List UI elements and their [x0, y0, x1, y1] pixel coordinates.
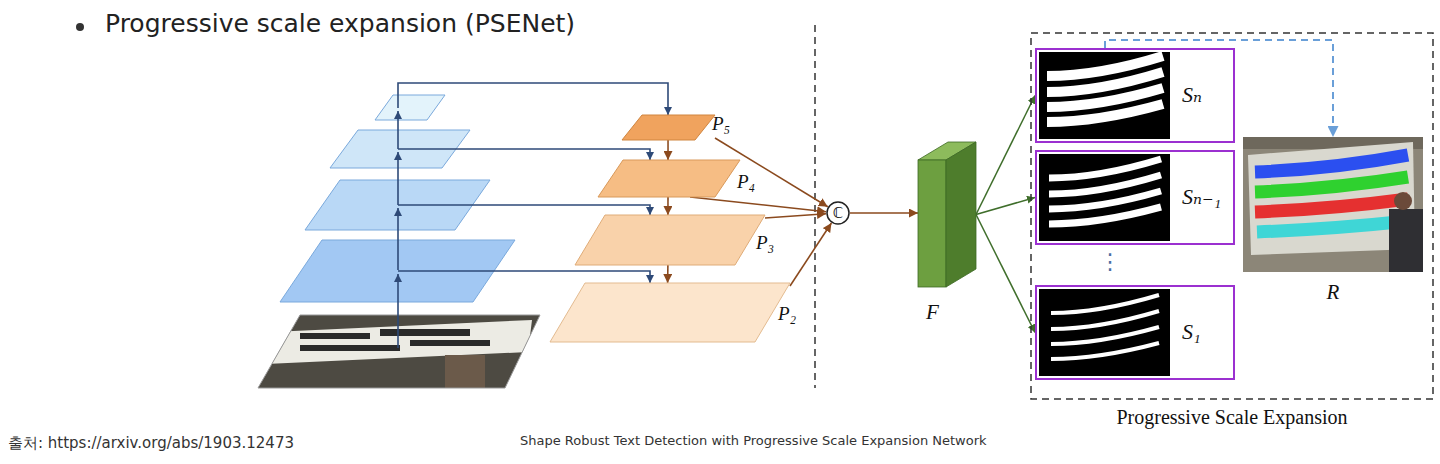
photo-text-mark — [300, 333, 370, 339]
bottom-up-arrow — [397, 274, 399, 348]
feature-plane: P₅ — [622, 115, 715, 140]
plane-fill — [575, 215, 765, 265]
result-image: R — [1243, 137, 1423, 272]
feature-plane-shape — [550, 283, 790, 342]
bottom-up-arrow — [397, 152, 399, 205]
connector — [690, 197, 826, 212]
photo-ground — [250, 310, 550, 395]
bullet — [76, 23, 84, 31]
connector — [667, 197, 669, 215]
feature-plane-shape — [598, 160, 740, 197]
feature-plane: P₂ — [550, 283, 790, 342]
ellipsis-mark: ⋮ — [1099, 249, 1121, 274]
kernel-box: Sₙ — [1035, 48, 1235, 143]
feature-label: F — [926, 300, 939, 325]
connector — [1105, 40, 1333, 137]
photo-banner — [266, 320, 532, 364]
paper-title: Shape Robust Text Detection with Progres… — [520, 433, 987, 448]
connector — [667, 140, 669, 160]
pse-region-shape — [1030, 32, 1434, 400]
region-caption: Progressive Scale Expansion — [1030, 406, 1434, 429]
level-label: P₄ — [737, 171, 755, 193]
plane-fill — [598, 160, 740, 197]
photo-ground — [1243, 137, 1423, 272]
concat-circle: ℂ — [826, 201, 850, 225]
kernel-label: Sₙ — [1182, 82, 1202, 108]
concat-symbol: ℂ — [826, 204, 850, 222]
detected-text — [1255, 177, 1408, 192]
photo-person — [1394, 192, 1412, 210]
bottom-up-arrow — [397, 111, 399, 149]
map-ground — [1039, 52, 1170, 139]
feature-plane: P₃ — [575, 215, 765, 265]
level-label: P₃ — [756, 232, 774, 254]
detected-text — [1257, 221, 1408, 232]
box-side — [946, 142, 976, 287]
photo-text-mark — [410, 340, 490, 346]
pse-region: Progressive Scale ExpansionSₙSₙ₋₁S₁R — [1030, 32, 1434, 400]
text-kernel — [1051, 343, 1159, 359]
photo-person — [1389, 209, 1423, 272]
text-kernel — [1049, 159, 1161, 178]
connector — [667, 265, 669, 283]
feature-plane: P₄ — [598, 160, 740, 197]
section-separator — [814, 25, 816, 388]
feature-plane-shape — [622, 115, 715, 140]
kernel-label: S₁ — [1182, 319, 1201, 345]
bottom-up-arrow — [397, 208, 399, 270]
detected-text — [1255, 155, 1408, 172]
input-photo — [250, 310, 550, 395]
text-kernel — [1047, 104, 1163, 122]
photo-frame — [258, 315, 540, 388]
kernel-map — [1039, 289, 1170, 376]
text-kernel — [1049, 175, 1161, 194]
kernel-map — [1039, 154, 1170, 241]
connector — [850, 212, 918, 214]
text-kernel — [1049, 191, 1161, 209]
circle-outline — [827, 202, 849, 224]
result-label: R — [1243, 280, 1423, 305]
backbone-plane — [375, 95, 445, 120]
fused-feature: F — [918, 142, 976, 287]
lateral-arrow — [398, 271, 650, 283]
plane-fill — [550, 283, 790, 342]
connector — [976, 198, 1035, 215]
connector — [976, 215, 1035, 333]
kernel-label: Sₙ₋₁ — [1182, 184, 1221, 210]
slide-title: Progressive scale expansion (PSENet) — [105, 9, 575, 38]
map-ground — [1039, 154, 1170, 241]
connector — [976, 96, 1035, 215]
level-label: P₂ — [778, 303, 796, 325]
detected-text — [1255, 199, 1408, 212]
level-label: P₅ — [712, 113, 730, 135]
map-ground — [1039, 289, 1170, 376]
connector — [790, 223, 831, 286]
text-kernel — [1051, 295, 1159, 313]
photo-text-mark — [300, 345, 400, 351]
kernel-box: S₁ — [1035, 285, 1235, 380]
box-front — [918, 160, 946, 287]
source-note: 출처: https://arxiv.org/abs/1903.12473 — [8, 434, 294, 453]
plane-fill — [622, 115, 715, 140]
feature-plane-shape — [575, 215, 765, 265]
connector — [765, 214, 826, 218]
lateral-arrow — [398, 205, 650, 215]
lateral-arrow — [398, 149, 650, 160]
kernel-map — [1039, 52, 1170, 139]
dashed-outline — [1031, 33, 1433, 399]
text-kernel — [1051, 311, 1159, 329]
kernel-box: Sₙ₋₁ — [1035, 150, 1235, 245]
photo-text-mark — [380, 329, 470, 336]
fused-feature-shape — [918, 142, 976, 287]
photo-person — [445, 355, 485, 388]
lateral-arrow — [398, 83, 668, 115]
text-kernel — [1049, 207, 1161, 224]
text-kernel — [1051, 327, 1159, 344]
result-photo — [1243, 137, 1423, 272]
